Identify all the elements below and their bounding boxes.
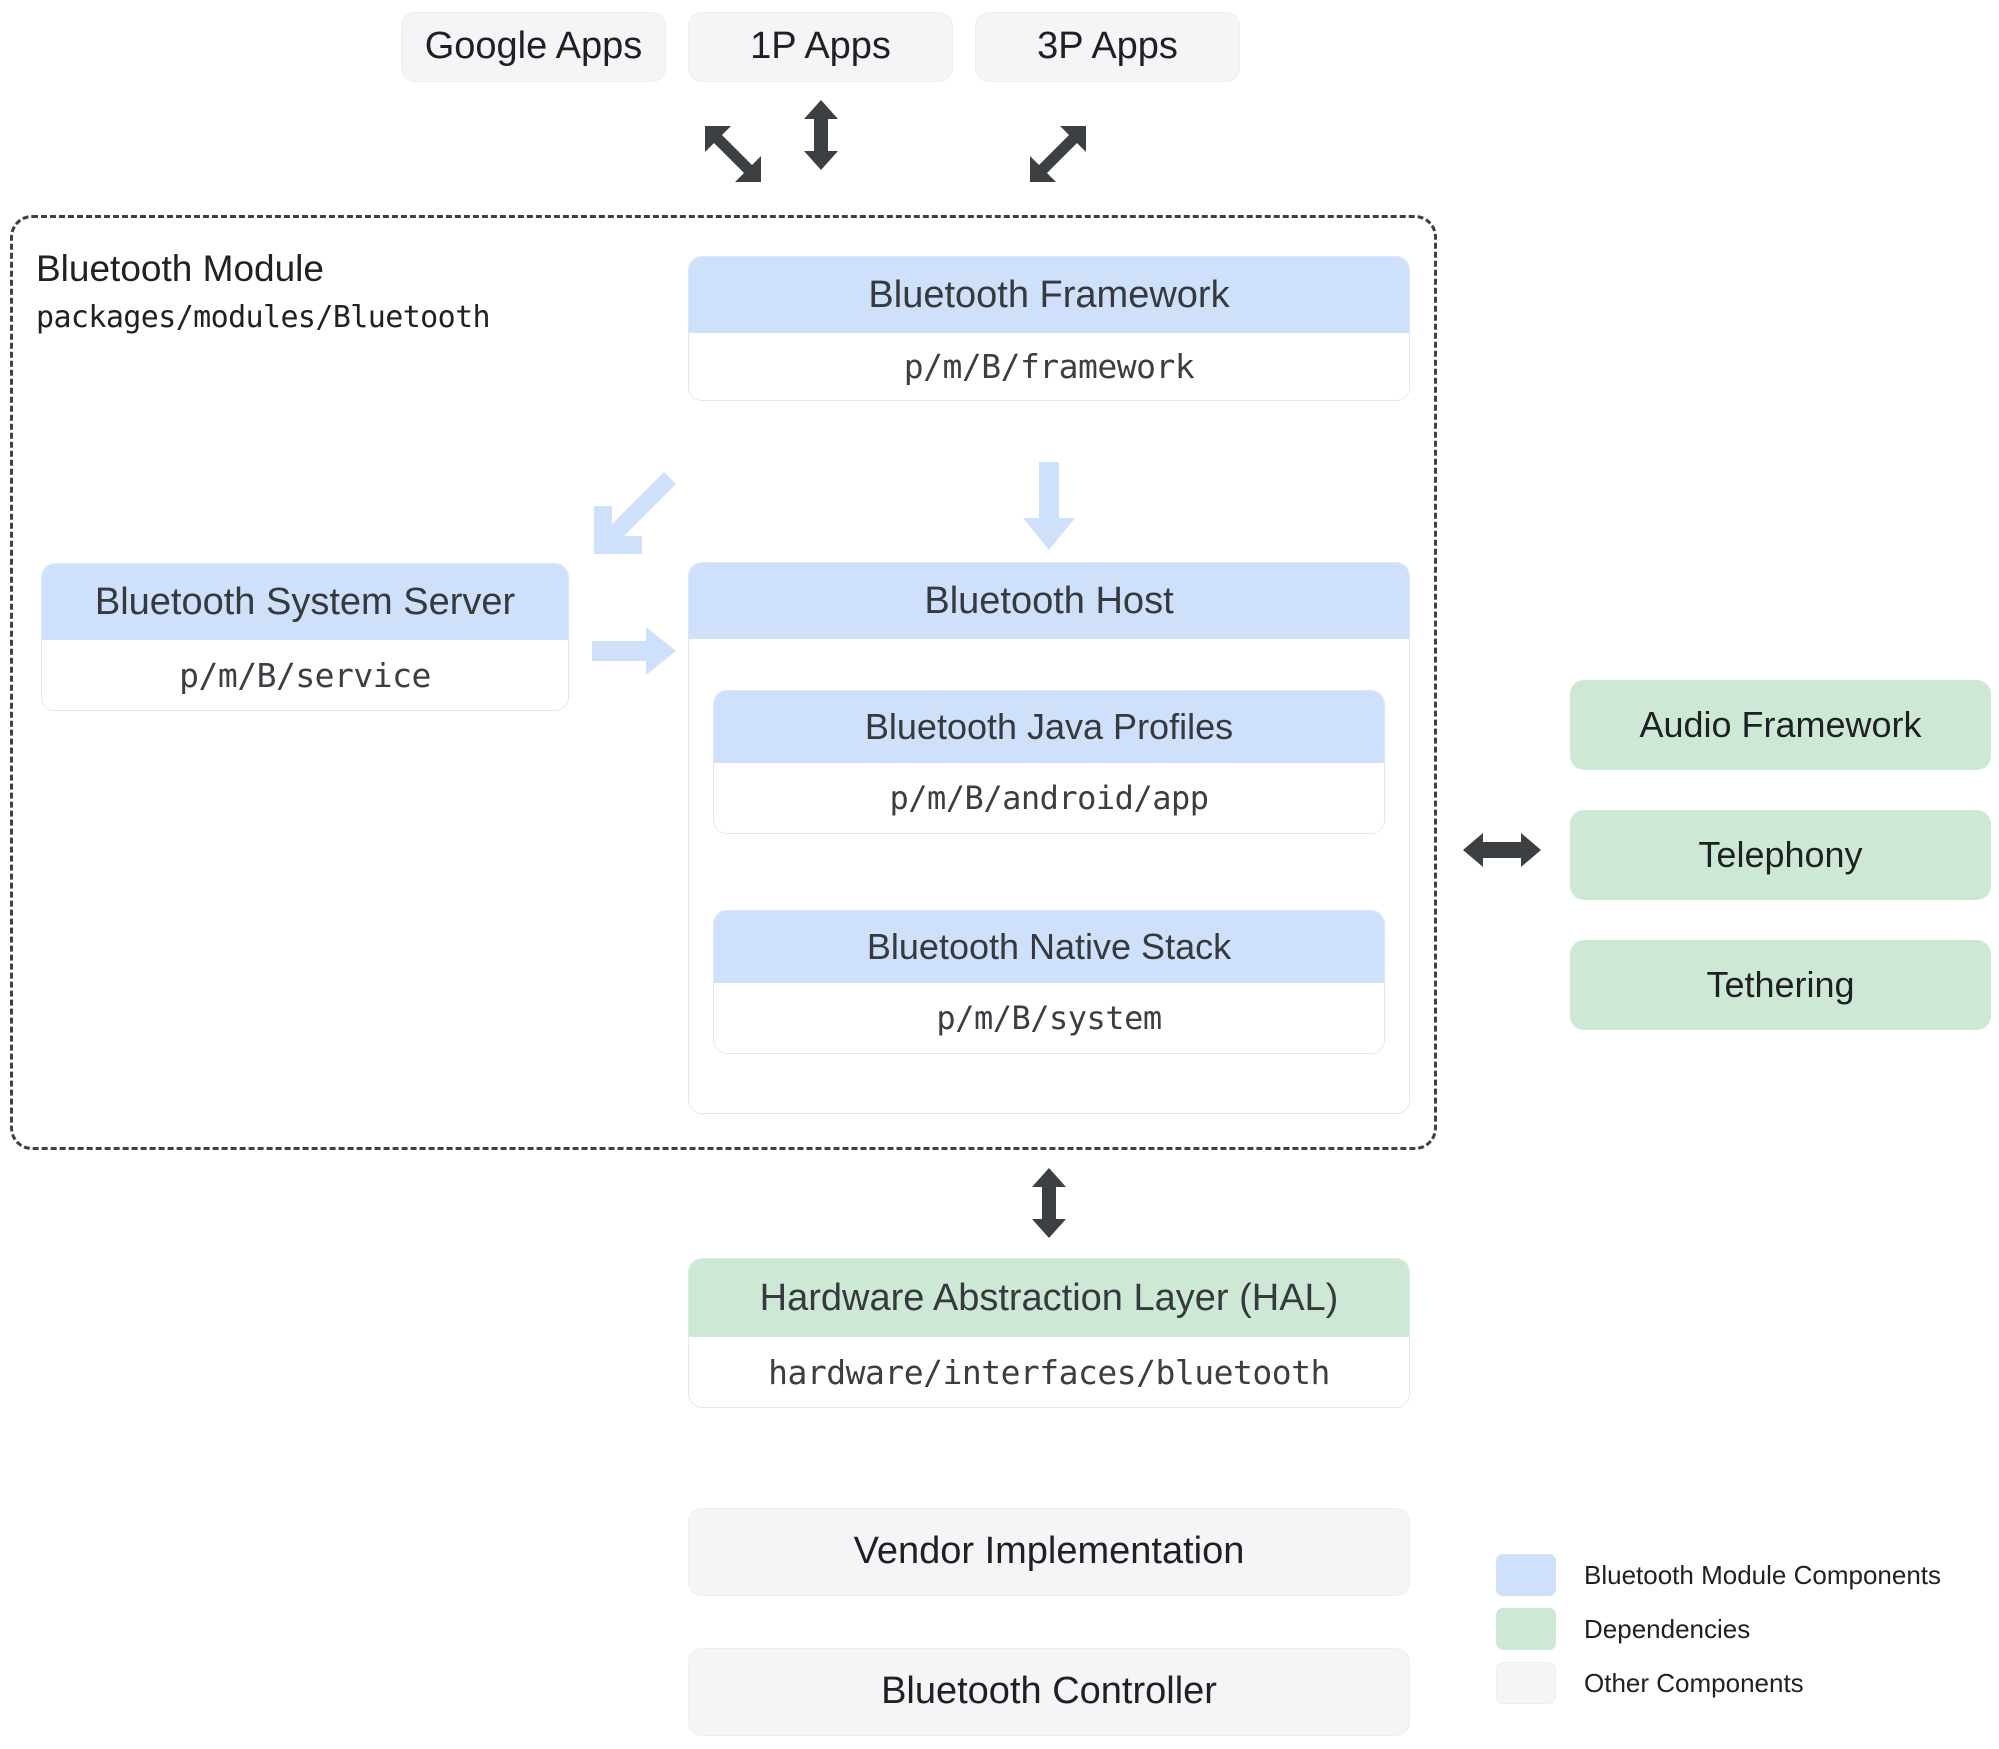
system-server-to-host-arrow [592,625,678,677]
bluetooth-framework-title: Bluetooth Framework [868,273,1230,316]
google-apps-arrow [697,118,769,190]
framework-to-system-server-arrow [586,466,680,560]
audio-framework-label: Audio Framework [1639,704,1922,746]
framework-to-host-arrow [1021,462,1077,552]
tethering-box: Tethering [1570,940,1991,1030]
legend-swatch-dependencies [1496,1608,1556,1650]
bluetooth-java-profiles-path: p/m/B/android/app [714,763,1384,833]
third-party-apps-label: 3P Apps [1037,25,1178,68]
module-to-hal-arrow [1030,1168,1068,1238]
bluetooth-java-profiles-card: Bluetooth Java Profiles p/m/B/android/ap… [713,690,1385,834]
module-title: Bluetooth Module [36,248,324,289]
bluetooth-system-server-card: Bluetooth System Server p/m/B/service [41,563,569,711]
legend-label-other: Other Components [1584,1667,1804,1698]
google-apps-label: Google Apps [424,25,643,68]
bluetooth-native-stack-title: Bluetooth Native Stack [866,926,1232,967]
vendor-implementation-box: Vendor Implementation [688,1508,1410,1596]
bluetooth-framework-header: Bluetooth Framework [689,257,1409,333]
bluetooth-controller-box: Bluetooth Controller [688,1648,1410,1736]
legend-row: Dependencies [1496,1602,1941,1656]
bluetooth-system-server-title: Bluetooth System Server [94,580,516,623]
host-to-dependencies-arrow [1463,830,1541,870]
bluetooth-framework-card: Bluetooth Framework p/m/B/framework [688,256,1410,401]
bluetooth-host-title: Bluetooth Host [924,579,1174,622]
first-party-apps-box: 1P Apps [688,12,953,82]
vendor-implementation-label: Vendor Implementation [853,1530,1245,1573]
bluetooth-module-container [10,215,1437,1150]
legend-label-module: Bluetooth Module Components [1584,1559,1942,1590]
third-party-apps-box: 3P Apps [975,12,1240,82]
bluetooth-java-profiles-title: Bluetooth Java Profiles [864,706,1234,747]
telephony-box: Telephony [1570,810,1991,900]
bluetooth-native-stack-header: Bluetooth Native Stack [714,911,1384,983]
bluetooth-native-stack-path: p/m/B/system [714,983,1384,1053]
telephony-label: Telephony [1698,834,1863,876]
hal-title: Hardware Abstraction Layer (HAL) [759,1276,1339,1319]
first-party-apps-arrow [802,100,840,170]
module-path: packages/modules/Bluetooth [36,300,491,335]
legend-label-dependencies: Dependencies [1584,1613,1751,1644]
audio-framework-box: Audio Framework [1570,680,1991,770]
hal-path: hardware/interfaces/bluetooth [689,1337,1409,1407]
legend-row: Bluetooth Module Components [1496,1548,1941,1602]
bluetooth-framework-path: p/m/B/framework [689,333,1409,400]
bluetooth-controller-label: Bluetooth Controller [881,1670,1217,1713]
bluetooth-native-stack-card: Bluetooth Native Stack p/m/B/system [713,910,1385,1054]
bluetooth-system-server-header: Bluetooth System Server [42,564,568,640]
hal-card: Hardware Abstraction Layer (HAL) hardwar… [688,1258,1410,1408]
first-party-apps-label: 1P Apps [750,25,891,68]
hal-header: Hardware Abstraction Layer (HAL) [689,1259,1409,1337]
google-apps-box: Google Apps [401,12,666,82]
tethering-label: Tethering [1706,964,1855,1006]
third-party-apps-arrow [1022,118,1094,190]
legend-row: Other Components [1496,1656,1941,1710]
legend-swatch-other [1496,1662,1556,1704]
bluetooth-host-header: Bluetooth Host [689,563,1409,639]
legend: Bluetooth Module Components Dependencies… [1496,1548,1941,1710]
bluetooth-system-server-path: p/m/B/service [42,640,568,710]
legend-swatch-module [1496,1554,1556,1596]
bluetooth-java-profiles-header: Bluetooth Java Profiles [714,691,1384,763]
